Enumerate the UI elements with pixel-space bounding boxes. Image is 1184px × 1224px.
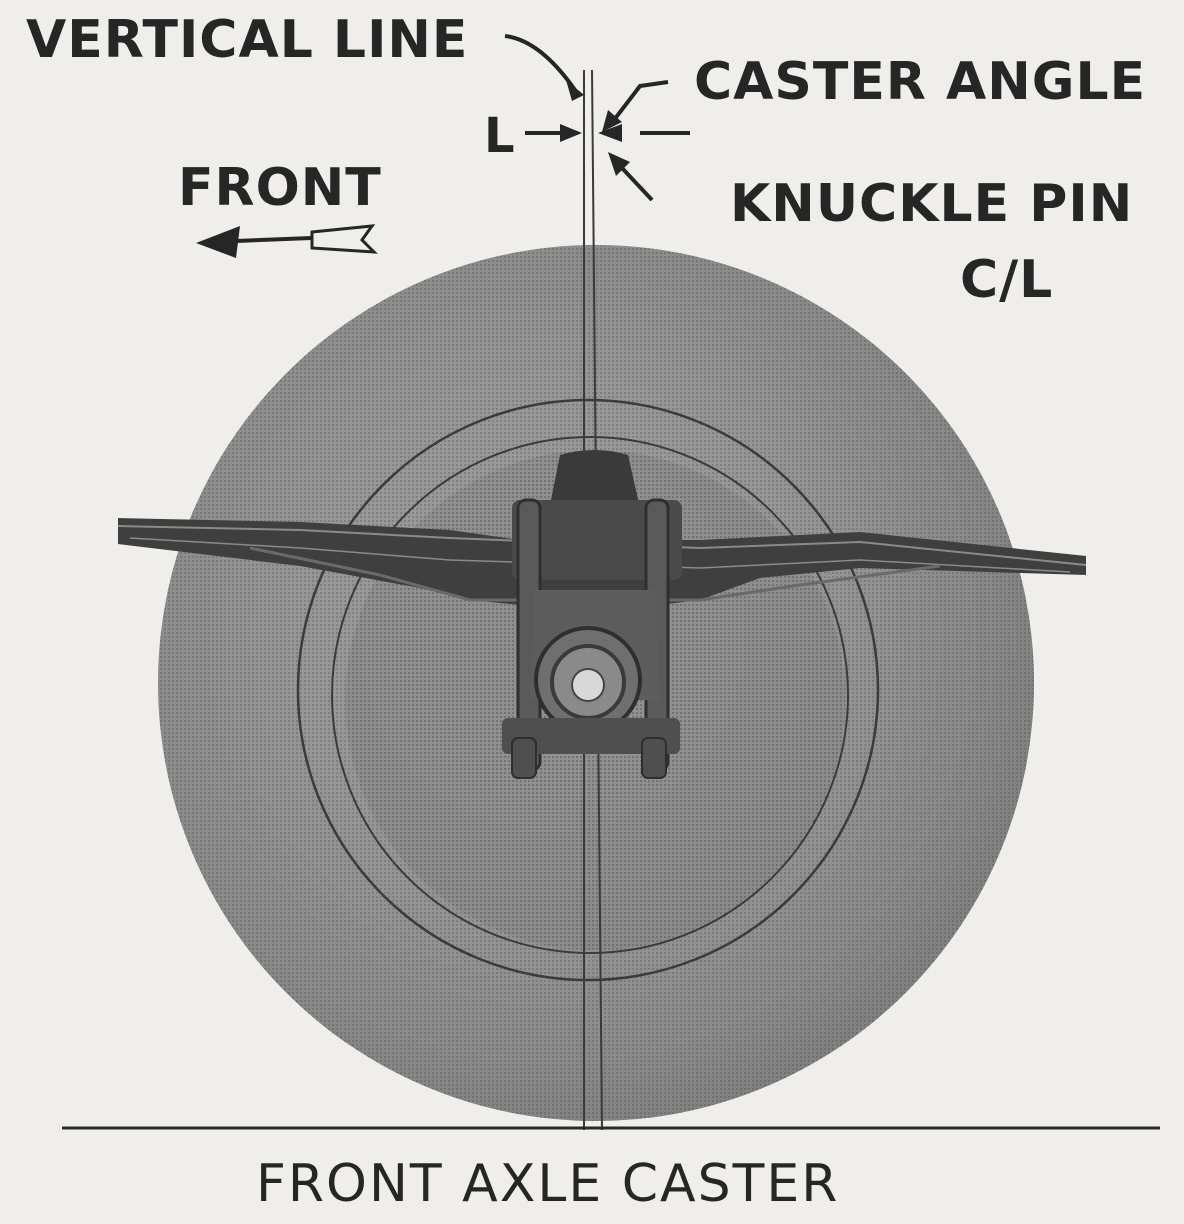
l-label: L bbox=[484, 108, 516, 164]
front-label: FRONT bbox=[178, 158, 382, 218]
vertical-line-label: VERTICAL LINE bbox=[26, 10, 469, 70]
l-left-arrowhead bbox=[560, 124, 582, 142]
spindle-center bbox=[571, 668, 605, 702]
caster-angle-label: CASTER ANGLE bbox=[694, 52, 1147, 112]
caster-angle-leader bbox=[612, 80, 669, 122]
l-right-arrowhead bbox=[598, 124, 622, 142]
caster-angle-arrowhead bbox=[602, 110, 622, 132]
vertical-line-leader bbox=[504, 34, 577, 92]
rim-ring-1 bbox=[296, 398, 880, 982]
caption: FRONT AXLE CASTER bbox=[256, 1154, 840, 1214]
knuckle-pin-label-line2: C/L bbox=[960, 250, 1054, 310]
knuckle-pin-label-line1: KNUCKLE PIN bbox=[730, 174, 1134, 234]
knuckle-pin-arrowhead bbox=[608, 152, 630, 176]
rim-ring-2 bbox=[331, 436, 849, 954]
front-arrow bbox=[196, 224, 378, 258]
axle-knuckle bbox=[502, 450, 682, 779]
knuckle-pin-leader bbox=[620, 166, 654, 202]
vertical-line-arrowhead bbox=[566, 80, 584, 101]
